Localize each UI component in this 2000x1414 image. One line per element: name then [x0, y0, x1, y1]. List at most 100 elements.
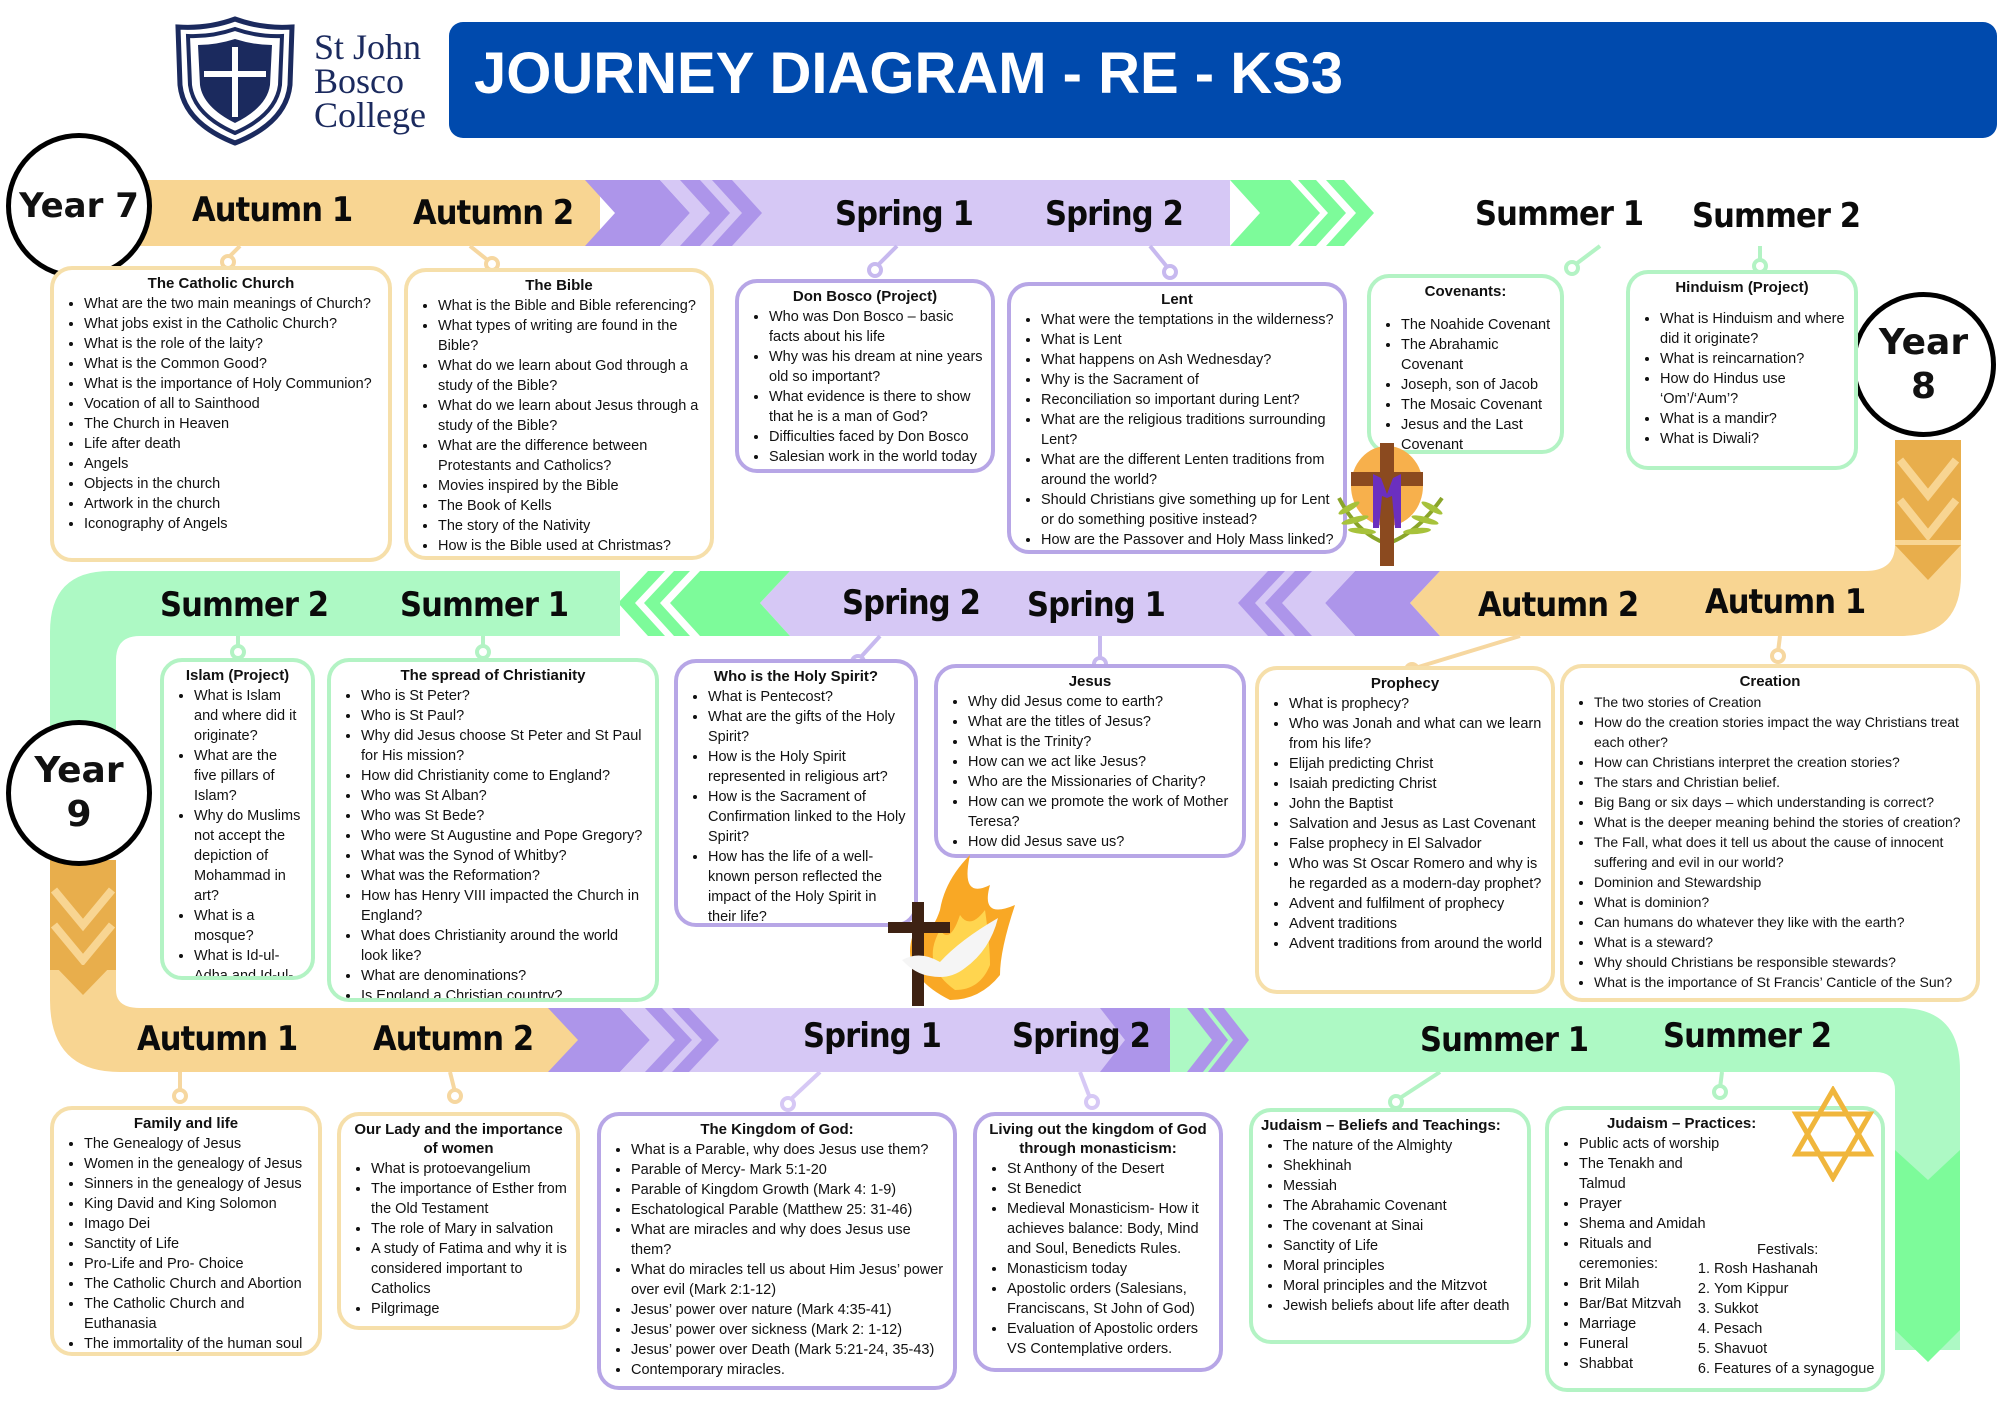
year-label: Year 7 — [19, 186, 139, 226]
topic-item: What was the Reformation? — [361, 866, 647, 886]
topic-list: Public acts of worshipThe Tenakh and Tal… — [1557, 1134, 1729, 1374]
topic-item: What happens on Ash Wednesday? — [1041, 350, 1335, 370]
topic-list: Who was Don Bosco – basic facts about hi… — [747, 307, 983, 467]
topic-card-y9-summer1: Judaism – Beliefs and Teachings: The nat… — [1249, 1108, 1531, 1344]
term-label: Autumn 1 — [192, 190, 353, 230]
topic-item: Prayer — [1579, 1194, 1729, 1214]
year-number: 9 — [66, 794, 92, 835]
topic-item: Is England a Christian country? — [361, 986, 647, 998]
topic-item: How has Henry VIII impacted the Church i… — [361, 886, 647, 926]
topic-list: The two stories of CreationHow do the cr… — [1572, 692, 1968, 992]
topic-list: Who is St Peter?Who is St Paul?Why did J… — [339, 686, 647, 998]
topic-item: Rosh Hashanah — [1714, 1259, 1914, 1279]
topic-item: What is a mosque? — [194, 906, 303, 946]
topic-list: Why did Jesus come to earth?What are the… — [946, 692, 1234, 852]
year8-band — [50, 540, 1961, 760]
term-label: Spring 2 — [842, 583, 981, 623]
topic-item: The importance of Esther from the Old Te… — [371, 1179, 568, 1219]
topic-item: What is protoevangelium — [371, 1159, 568, 1179]
topic-item: Brit Milah — [1579, 1274, 1729, 1294]
topic-item: The story of the Nativity — [438, 516, 702, 536]
topic-list: What were the temptations in the wildern… — [1019, 310, 1335, 550]
topic-item: Pesach — [1714, 1319, 1914, 1339]
topic-item: What evidence is there to show that he i… — [769, 387, 983, 427]
topic-list: The Genealogy of JesusWomen in the genea… — [62, 1134, 310, 1352]
school-name-line: College — [314, 95, 426, 135]
term-label: Autumn 2 — [1478, 585, 1639, 625]
school-name: St John Bosco College — [314, 29, 426, 135]
topic-item: St Benedict — [1007, 1179, 1211, 1199]
topic-item: Angels — [84, 454, 380, 474]
topic-item: Jesus’ power over nature (Mark 4:35-41) — [631, 1300, 945, 1320]
topic-list: What is the Bible and Bible referencing?… — [416, 296, 702, 556]
topic-item: Who is St Peter? — [361, 686, 647, 706]
topic-item: What are miracles and why does Jesus use… — [631, 1220, 945, 1260]
topic-item: Imago Dei — [84, 1214, 310, 1234]
topic-title: The Bible — [525, 277, 593, 294]
topic-item: How is the Holy Spirit represented in re… — [708, 747, 906, 787]
topic-item: What was the Synod of Whitby? — [361, 846, 647, 866]
topic-title: Judaism – Beliefs and Teachings: — [1261, 1117, 1501, 1134]
topic-item: What do we learn about Jesus through a s… — [438, 396, 702, 436]
topic-item: Who was Don Bosco – basic facts about hi… — [769, 307, 983, 347]
topic-item: Difficulties faced by Don Bosco — [769, 427, 983, 447]
topic-item: What is Hinduism and where did it origin… — [1660, 309, 1846, 349]
topic-item: Why was his dream at nine years old so i… — [769, 347, 983, 387]
topic-item: Who were St Augustine and Pope Gregory? — [361, 826, 647, 846]
topic-list: What is Hinduism and where did it origin… — [1638, 309, 1846, 449]
topic-item: What is the role of the laity? — [84, 334, 380, 354]
topic-item: Jesus’ power over Death (Mark 5:21-24, 3… — [631, 1340, 945, 1360]
topic-item: The Church in Heaven — [84, 414, 380, 434]
topic-item: Moral principles — [1283, 1256, 1519, 1276]
topic-title: Prophecy — [1370, 675, 1440, 692]
term-label: Spring 1 — [1027, 585, 1166, 625]
topic-list: The Noahide CovenantThe Abrahamic Covena… — [1379, 315, 1552, 450]
topic-item: Moral principles and the Mitzvot — [1283, 1276, 1519, 1296]
topic-item: What is dominion? — [1594, 892, 1968, 912]
topic-card-y8-summer1: The spread of Christianity Who is St Pet… — [327, 658, 659, 1002]
topic-card-y7-autumn2: The Bible What is the Bible and Bible re… — [404, 268, 714, 560]
year7-band — [120, 180, 1961, 550]
topic-item: Reconciliation so important during Lent? — [1041, 390, 1335, 410]
topic-item: Elijah predicting Christ — [1289, 754, 1543, 774]
topic-item: How do the creation stories impact the w… — [1594, 712, 1968, 752]
topic-item: Advent traditions from around the world — [1289, 934, 1543, 954]
topic-item: What are the difference between Protesta… — [438, 436, 702, 476]
topic-list: St Anthony of the DesertSt BenedictMedie… — [985, 1159, 1211, 1359]
topic-item: The Abrahamic Covenant — [1283, 1196, 1519, 1216]
topic-item: Advent and fulfilment of prophecy — [1289, 894, 1543, 914]
term-label: Summer 1 — [400, 585, 569, 625]
topic-item: Artwork in the church — [84, 494, 380, 514]
topic-item: The nature of the Almighty — [1283, 1136, 1519, 1156]
topic-title: Our Lady and the importance of women — [354, 1121, 563, 1157]
topic-item: Who is St Paul? — [361, 706, 647, 726]
term-label: Summer 2 — [160, 585, 329, 625]
topic-item: A study of Fatima and why it is consider… — [371, 1239, 568, 1299]
topic-item: The two stories of Creation — [1594, 692, 1968, 712]
topic-item: What is the Trinity? — [968, 732, 1234, 752]
topic-card-y9-autumn1: Family and life The Genealogy of JesusWo… — [50, 1106, 322, 1356]
topic-item: Jesus and the Last Covenant — [1401, 415, 1552, 450]
topic-item: Life after death — [84, 434, 380, 454]
topic-item: What is the Bible and Bible referencing? — [438, 296, 702, 316]
topic-item: The Catholic Church and Abortion — [84, 1274, 310, 1294]
topic-title: Don Bosco (Project) — [792, 288, 938, 305]
topic-title: The Catholic Church — [147, 275, 295, 292]
topic-item: How can we promote the work of Mother Te… — [968, 792, 1234, 832]
topic-item: The Abrahamic Covenant — [1401, 335, 1552, 375]
topic-item: Salesian work in the world today — [769, 447, 983, 467]
topic-title: Jesus — [1068, 673, 1112, 690]
topic-item: Who was St Alban? — [361, 786, 647, 806]
term-label: Summer 1 — [1475, 194, 1644, 234]
topic-item: Jesus’ power over sickness (Mark 2: 1-12… — [631, 1320, 945, 1340]
topic-card-y8-spring1: Jesus Why did Jesus come to earth?What a… — [934, 664, 1246, 858]
topic-item: Features of a synagogue — [1714, 1359, 1914, 1379]
topic-item: Should Christians give something up for … — [1041, 490, 1335, 530]
topic-item: How can we act like Jesus? — [968, 752, 1234, 772]
year-label: Year — [1878, 321, 1969, 363]
term-label: Spring 2 — [1045, 194, 1184, 234]
cross-dove-flame-icon — [888, 855, 1015, 1006]
topic-item: What is Islam and where did it originate… — [194, 686, 303, 746]
topic-item: How did Jesus save us? — [968, 832, 1234, 852]
term-label: Spring 1 — [835, 194, 974, 234]
